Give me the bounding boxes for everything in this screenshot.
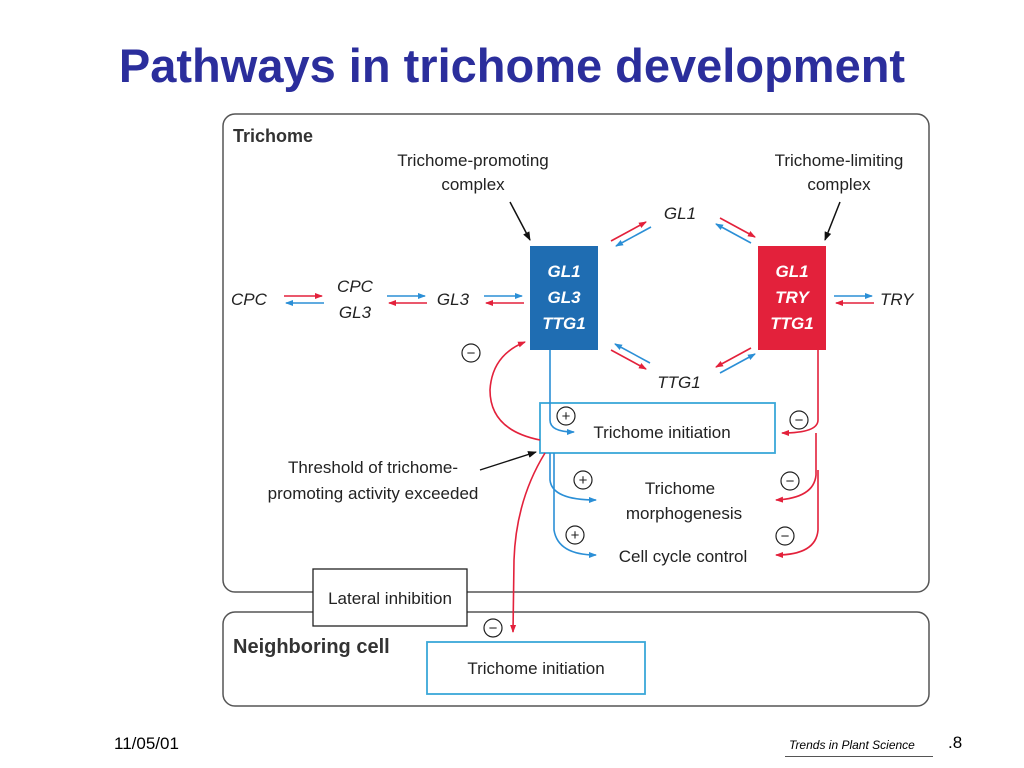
promoting-caption-line1: Trichome-promoting [397,151,548,170]
threshold-line1: Threshold of trichome- [288,458,458,477]
svg-text:−: − [467,345,476,362]
minus-sign-icon: − [483,618,503,638]
trichome-section-label: Trichome [233,126,313,146]
eq-arrow [614,343,651,364]
promoting-complex-gl1: GL1 [547,262,580,281]
gl3-label: GL3 [437,290,470,309]
lateral-inhibition-arrow [510,452,546,633]
trichome-panel [222,113,930,593]
promoting-caption-arrow [509,201,531,241]
cpc-gl3-line1: CPC [337,277,374,296]
try-label: TRY [880,290,915,309]
trichome-initiation-label: Trichome initiation [593,423,730,442]
eq-arrow [610,221,647,242]
svg-text:−: − [786,473,795,490]
neighboring-section-label: Neighboring cell [233,636,390,658]
trichome-morphogenesis-line2: morphogenesis [626,504,742,523]
cell-cycle-control-label: Cell cycle control [619,547,748,566]
free-ttg1-label: TTG1 [657,373,700,392]
journal-credit-rule [785,756,933,757]
limiting-complex-gl1: GL1 [775,262,808,281]
cpc-label: CPC [231,290,268,309]
minus-sign-icon: − [780,471,800,491]
svg-text:−: − [781,528,790,545]
minus-sign-icon: − [461,343,481,363]
promoting-complex-ttg1: TTG1 [542,314,585,333]
promoting-complex-box [530,246,598,350]
plus-sign-icon: + [565,525,585,545]
limiting-to-initiation-arrow [781,350,819,436]
threshold-pointer-arrow [479,451,537,471]
promoting-to-morphogenesis-arrow [549,453,597,503]
eq-arrow [719,353,756,374]
svg-text:−: − [795,412,804,429]
cpc-gl3-line2: GL3 [339,303,372,322]
plus-sign-icon: + [573,470,593,490]
neighbor-initiation-label: Trichome initiation [467,659,604,678]
lateral-inhibition-box [312,568,468,627]
eq-arrow [715,347,752,368]
page-number: .8 [948,733,963,752]
svg-text:+: + [562,408,571,425]
footer-date: 11/05/01 [114,734,179,753]
svg-text:+: + [571,527,580,544]
trichome-initiation-box [539,402,776,454]
eq-arrow [615,226,652,247]
limiting-caption-line1: Trichome-limiting [775,151,904,170]
journal-credit: Trends in Plant Science [789,738,915,752]
limiting-complex-ttg1: TTG1 [770,314,813,333]
limiting-to-morphogenesis-arrow [775,433,817,503]
eq-arrow [610,349,647,370]
eq-arrow [715,223,752,244]
trichome-morphogenesis-line1: Trichome [645,479,715,498]
threshold-line2: promoting activity exceeded [268,484,479,503]
free-gl1-label: GL1 [664,204,696,223]
promoting-to-initiation-arrow [549,350,575,435]
plus-sign-icon: + [556,406,576,426]
eq-arrow [719,217,756,238]
limiting-complex-try: TRY [775,288,810,307]
svg-text:+: + [579,472,588,489]
lateral-inhibition-label: Lateral inhibition [328,589,452,608]
promoting-caption-line2: complex [441,175,505,194]
neighboring-cell-panel [222,611,930,707]
minus-sign-icon: − [789,410,809,430]
negative-feedback-arrow [489,341,541,441]
minus-sign-icon: − [775,526,795,546]
promoting-complex-gl3: GL3 [547,288,581,307]
neighbor-initiation-box [426,641,646,695]
slide-title: Pathways in trichome development [118,39,906,92]
limiting-complex-box [758,246,826,350]
svg-text:−: − [489,620,498,637]
limiting-caption-line2: complex [807,175,871,194]
promoting-to-cell-cycle-arrow [553,453,597,558]
limiting-to-cell-cycle-arrow [775,470,819,558]
limiting-caption-arrow [824,201,841,241]
